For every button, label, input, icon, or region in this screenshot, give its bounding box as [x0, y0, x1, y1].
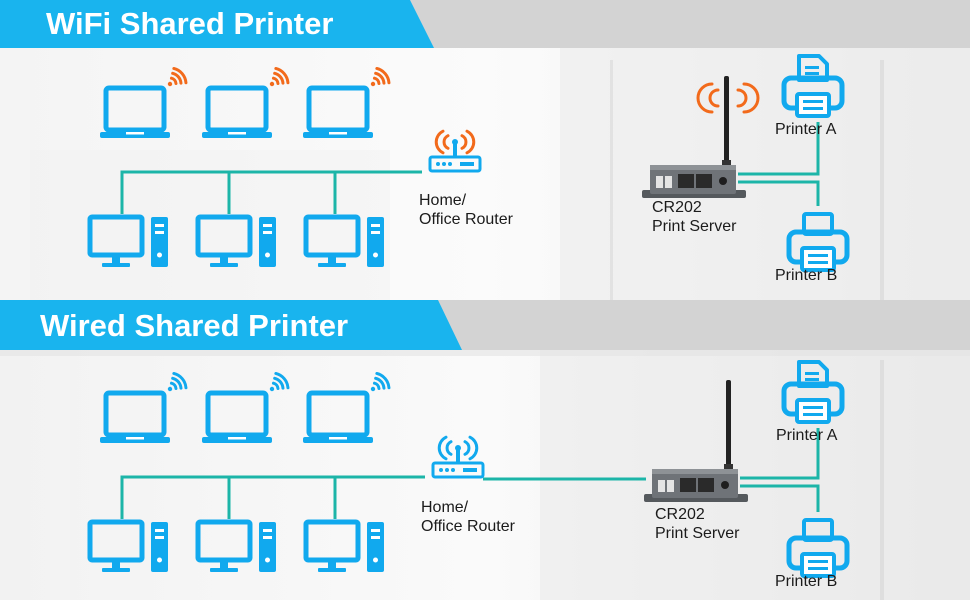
router-icon [428, 129, 482, 173]
wifi-signal-icon [269, 371, 290, 392]
desktop-pc-icon [195, 519, 276, 572]
wifi-signal-icon [370, 66, 391, 87]
router-label-line1: Home/ [421, 499, 469, 516]
wired-network-diagram [87, 360, 850, 578]
wired-section: Wired Shared Printer Home/ Office Router… [0, 300, 970, 600]
router-label-line2: Office Router [421, 518, 515, 535]
printer-b-label: Printer B [775, 267, 838, 284]
printer-icon [786, 518, 850, 578]
section-title: Wired Shared Printer [40, 308, 349, 343]
server-wifi-wave [708, 88, 720, 108]
printer-a-label: Printer A [776, 427, 838, 444]
server-to-printer-a-cable [740, 428, 820, 480]
desktop-pc-icon [87, 519, 168, 572]
wifi-signal-icon [167, 371, 188, 392]
server-wifi-wave [696, 82, 714, 114]
network-bus-line [120, 170, 422, 214]
printer-b-label: Printer B [775, 573, 838, 590]
laptop-icon [100, 85, 170, 138]
desktop-pc-icon [303, 519, 384, 572]
banner-blue-tab [0, 0, 434, 48]
laptop-icon [100, 390, 170, 443]
server-to-printer-b-cable [738, 180, 820, 206]
printer-icon [781, 360, 845, 424]
wifi-network-diagram [87, 54, 850, 272]
print-server-label-line1: CR202 [652, 199, 702, 216]
wifi-signal-icon [167, 66, 188, 87]
wifi-section-background [0, 0, 970, 300]
server-to-printer-b-cable [740, 484, 820, 512]
server-wifi-wave [736, 88, 748, 108]
banner-blue-tab [0, 300, 462, 350]
router-label-line2: Office Router [419, 211, 513, 228]
print-server-label-line2: Print Server [655, 525, 740, 542]
wifi-signal-icon [370, 371, 391, 392]
network-bus-line [120, 475, 425, 519]
wifi-signal-icon [269, 66, 290, 87]
desktop-pc-icon [303, 214, 384, 267]
router-label-line1: Home/ [419, 192, 467, 209]
laptop-icon [202, 390, 272, 443]
printer-icon [786, 212, 850, 272]
print-server-label-line2: Print Server [652, 218, 737, 235]
print-server-label-line1: CR202 [655, 506, 705, 523]
router-label: Home/ Office Router [421, 498, 515, 536]
router-label: Home/ Office Router [419, 191, 513, 229]
server-to-printer-a-cable [738, 122, 820, 176]
desktop-pc-icon [195, 214, 276, 267]
router-icon [431, 435, 485, 479]
desktop-pc-icon [87, 214, 168, 267]
server-wifi-wave [742, 82, 760, 114]
print-server-label: CR202 Print Server [655, 505, 739, 543]
printer-icon [781, 54, 845, 118]
print-server-label: CR202 Print Server [652, 198, 736, 236]
print-server-icon [644, 380, 748, 502]
laptop-icon [202, 85, 272, 138]
printer-a-label: Printer A [775, 121, 837, 138]
wifi-section: WiFi Shared Printer Home/ Office Router … [0, 0, 970, 300]
section-title: WiFi Shared Printer [46, 6, 334, 41]
laptop-icon [303, 390, 373, 443]
print-server-icon [642, 76, 746, 198]
laptop-icon [303, 85, 373, 138]
